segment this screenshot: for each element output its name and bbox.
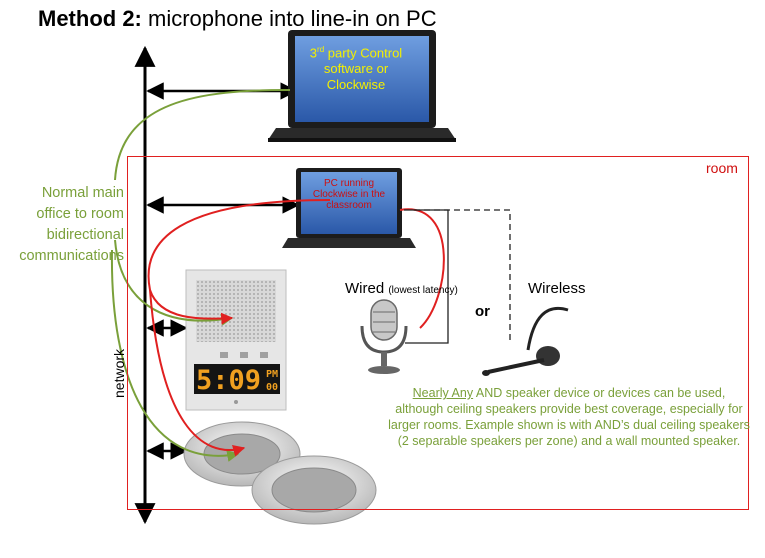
room-label: room	[706, 160, 738, 176]
title-bold: Method 2:	[38, 6, 142, 31]
comm-label-line: office to room	[36, 206, 124, 222]
wired-main: Wired	[345, 280, 385, 297]
footnote-line1: AND speaker device or devices can be use…	[473, 386, 726, 400]
audio-curve-wall	[147, 199, 331, 325]
laptop-top-line2: software or	[323, 61, 389, 77]
comm-curve-wall	[114, 239, 234, 326]
wired-note: (lowest latency)	[388, 285, 458, 296]
title-rest: microphone into line-in on PC	[141, 6, 437, 31]
laptop-top-line1: 3	[309, 45, 318, 61]
wired-label: Wired (lowest latency)	[345, 280, 458, 297]
headset-icon	[482, 307, 569, 376]
wireless-link	[412, 209, 511, 340]
room-boundary	[127, 156, 749, 510]
laptop-top-screen-text: 3rd party Control software or Clockwise	[296, 42, 416, 93]
clock-seconds: 00	[266, 382, 278, 393]
laptop-room-screen-text: PC running Clockwise in the classroom	[306, 178, 392, 211]
or-label: or	[475, 303, 490, 320]
comm-label-line: communications	[19, 248, 124, 264]
laptop-room-line2: Clockwise in the	[312, 189, 386, 200]
footnote-line2: although ceiling speakers provide best c…	[395, 402, 743, 416]
comm-label: Normal main office to room bidirectional…	[0, 183, 124, 267]
wall-speaker-clock-icon: 5:09 PM 00	[185, 269, 287, 411]
laptop-top-line3: Clockwise	[326, 77, 386, 93]
laptop-icon	[268, 30, 456, 142]
laptop-icon	[282, 168, 416, 248]
network-label: network	[111, 348, 127, 398]
laptop-room-line1: PC running	[323, 178, 375, 189]
footnote-line3: larger rooms. Example shown is with AND’…	[388, 418, 750, 432]
comm-label-line: bidirectional	[46, 227, 124, 243]
audio-curve-ceiling	[149, 289, 246, 457]
footnote-line4: (2 separable speakers per zone) and a wa…	[397, 434, 741, 448]
clock-ampm: PM	[266, 369, 278, 380]
wireless-label: Wireless	[528, 280, 586, 297]
comm-label-line: Normal main	[41, 185, 124, 201]
laptop-room-line3: classroom	[326, 200, 372, 211]
footnote: Nearly Any AND speaker device or devices…	[374, 385, 764, 449]
clock-time: 5:09	[196, 365, 261, 396]
page-title: Method 2: microphone into line-in on PC	[38, 6, 437, 32]
footnote-underlined: Nearly Any	[412, 386, 474, 400]
laptop-top-sup: rd	[317, 45, 325, 54]
comm-curve-ceiling	[110, 249, 240, 462]
comm-curve-top	[114, 89, 291, 181]
audio-curve-mic	[399, 208, 445, 329]
laptop-top-line1b: party Control	[324, 45, 403, 61]
ceiling-speaker-icon	[251, 455, 377, 525]
microphone-icon	[360, 299, 408, 374]
